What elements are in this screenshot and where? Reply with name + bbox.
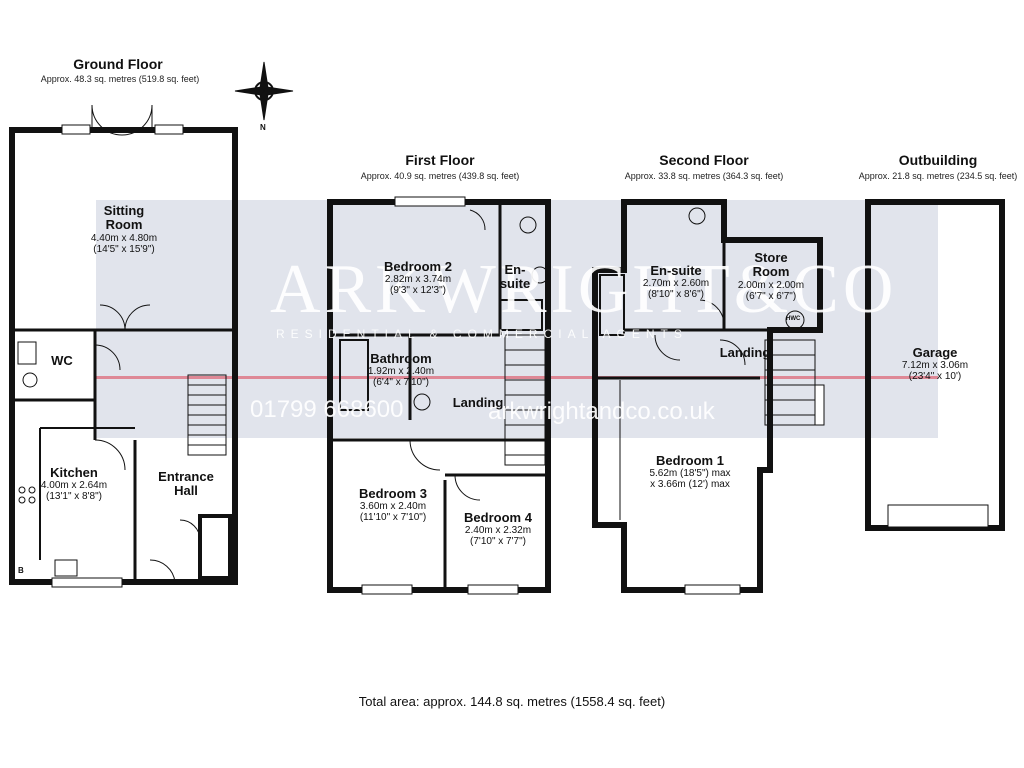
- room-sitting: Sitting Room 4.40m x 4.80m (14'5" x 15'9…: [90, 203, 158, 255]
- room-landing-second: Landing: [719, 345, 771, 360]
- ground-floor-area: Approx. 48.3 sq. metres (519.8 sq. feet): [40, 74, 200, 84]
- room-bedroom-2: Bedroom 2 2.82m x 3.74m (9'3" x 12'3"): [384, 259, 452, 297]
- room-wc: WC: [51, 353, 73, 368]
- room-landing-first: Landing: [452, 395, 504, 410]
- first-floor-area: Approx. 40.9 sq. metres (439.8 sq. feet): [360, 171, 520, 181]
- watermark-brand: ARKWRIGHT&CO: [270, 251, 898, 328]
- outbuilding-area: Approx. 21.8 sq. metres (234.5 sq. feet): [858, 171, 1018, 181]
- first-floor-title: First Floor: [405, 152, 475, 168]
- second-floor-title: Second Floor: [659, 152, 749, 168]
- room-bedroom-4: Bedroom 4 2.40m x 2.32m (7'10" x 7'7"): [464, 510, 532, 548]
- room-kitchen: Kitchen 4.00m x 2.64m (13'1" x 8'8"): [40, 465, 108, 503]
- room-store: Store Room 2.00m x 2.00m (6'7" x 6'7"): [737, 250, 805, 302]
- watermark-website: arkwrightandco.co.uk: [488, 398, 715, 425]
- room-bedroom-3: Bedroom 3 3.60m x 2.40m (11'10" x 7'10"): [359, 486, 427, 524]
- watermark-phone: 01799 668600: [250, 396, 404, 423]
- total-area: Total area: approx. 144.8 sq. metres (15…: [358, 694, 666, 709]
- ground-floor-title: Ground Floor: [73, 56, 163, 72]
- boiler-label: B: [18, 566, 24, 575]
- compass-icon: [234, 61, 294, 121]
- watermark-tagline: RESIDENTIAL & COMMERCIAL AGENTS: [276, 327, 688, 341]
- second-floor-walls: [592, 199, 823, 593]
- hwc-label: HWC: [786, 316, 801, 322]
- garage-walls: [865, 199, 1005, 531]
- second-floor-area: Approx. 33.8 sq. metres (364.3 sq. feet): [624, 171, 784, 181]
- first-floor-walls: [327, 199, 551, 593]
- room-bedroom-1: Bedroom 1 5.62m (18'5") max x 3.66m (12'…: [649, 453, 731, 491]
- room-ensuite-first: En- suite: [499, 262, 531, 292]
- room-entrance-hall: Entrance Hall: [158, 469, 214, 499]
- outbuilding-title: Outbuilding: [898, 152, 978, 168]
- room-bathroom: Bathroom 1.92m x 2.40m (6'4" x 7'10"): [367, 351, 435, 389]
- room-garage: Garage 7.12m x 3.06m (23'4" x 10'): [901, 345, 969, 383]
- watermark-rule: [96, 376, 938, 379]
- compass-label: N: [260, 123, 266, 132]
- room-ensuite-second: En-suite 2.70m x 2.60m (8'10" x 8'6"): [642, 263, 710, 301]
